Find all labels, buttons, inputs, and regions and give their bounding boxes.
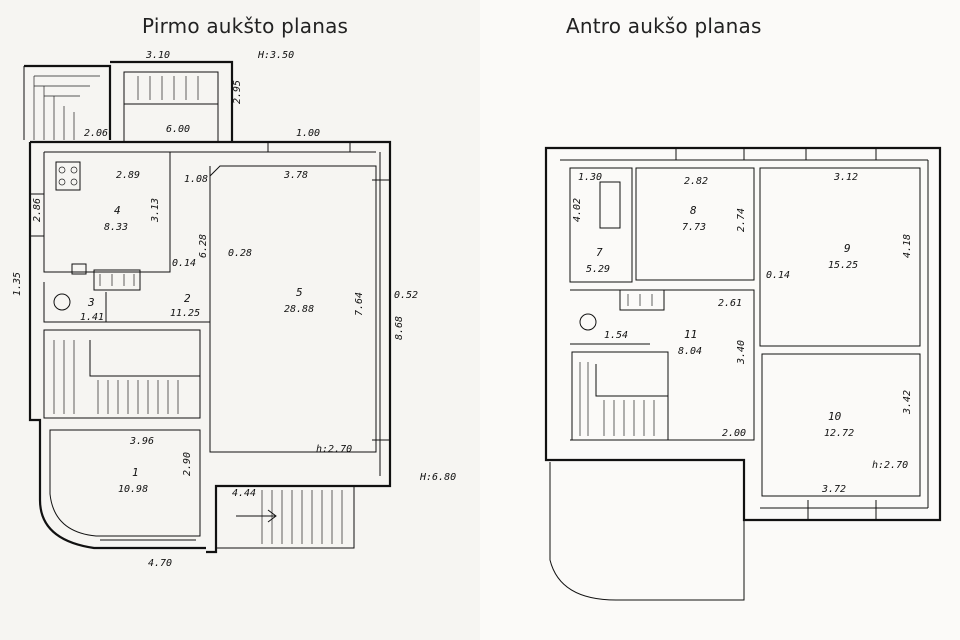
room-3-wc bbox=[43, 282, 107, 323]
room-number: 4 bbox=[114, 204, 121, 217]
dim-label: 1.00 bbox=[296, 128, 320, 139]
room-area-label: 6.00 bbox=[166, 124, 190, 135]
window-south bbox=[807, 500, 877, 520]
dim-label: 2.82 bbox=[684, 176, 708, 187]
dim-label: 3.12 bbox=[833, 172, 858, 183]
toilet-icon bbox=[579, 313, 597, 331]
room-area-label: 5.29 bbox=[586, 264, 610, 275]
room-area-label: 10.98 bbox=[118, 484, 148, 495]
dim-label: 4.18 bbox=[902, 234, 913, 258]
room-area-label: 7.73 bbox=[682, 222, 706, 233]
dim-label: 0.14 bbox=[172, 258, 196, 269]
dim-label: 0.14 bbox=[766, 270, 790, 281]
dim-label: 3.10 bbox=[145, 50, 170, 61]
dim-label: 2.61 bbox=[718, 298, 742, 309]
room-area-label: 8.04 bbox=[678, 346, 702, 357]
sink-icon bbox=[71, 263, 87, 275]
dim-label: 3.78 bbox=[283, 170, 308, 181]
dim-label: 7.64 bbox=[354, 292, 365, 316]
porch-steps-top-left bbox=[23, 64, 112, 140]
dim-label: 2.90 bbox=[182, 452, 193, 476]
dim-label: 2.86 bbox=[32, 198, 43, 222]
room-number: 9 bbox=[844, 242, 851, 255]
windows-north bbox=[675, 148, 877, 160]
window-east-room-5 bbox=[372, 152, 390, 476]
dim-label: 2.06 bbox=[84, 128, 108, 139]
staircase-first-floor bbox=[43, 329, 201, 419]
staircase-second-floor bbox=[571, 351, 669, 441]
second-floor-title: Antro aukšo planas bbox=[566, 14, 762, 38]
room-number: 2 bbox=[184, 292, 191, 305]
height-label: h:2.70 bbox=[872, 460, 908, 471]
dim-label: 4.44 bbox=[232, 488, 256, 499]
dim-label: 0.52 bbox=[394, 290, 418, 301]
room-number: 11 bbox=[684, 328, 697, 341]
window-north-room-5 bbox=[267, 142, 351, 152]
dim-label: 2.95 bbox=[232, 80, 243, 104]
room-area-label: 1.41 bbox=[80, 312, 104, 323]
room-10-outline bbox=[761, 353, 921, 497]
dim-label: 8.68 bbox=[394, 316, 405, 340]
room-area-label: 8.33 bbox=[104, 222, 128, 233]
room-number: 7 bbox=[596, 246, 603, 259]
height-label: H:3.50 bbox=[257, 50, 294, 61]
room-5-outline bbox=[209, 165, 377, 453]
first-floor-plan: 3.10 H:3.50 2.95 2.06 6.00 1.00 2.89 1.0… bbox=[12, 50, 456, 569]
room-1-outline bbox=[49, 429, 201, 537]
dim-label: 1.54 bbox=[604, 330, 628, 341]
west-outer-wall bbox=[28, 142, 206, 550]
room-6-outline bbox=[110, 60, 234, 142]
room-4-kitchen bbox=[30, 152, 171, 273]
entrance-steps-bottom bbox=[215, 486, 355, 549]
room-area-label: 11.25 bbox=[170, 308, 200, 319]
main-outer-wall bbox=[30, 140, 392, 554]
radiator-icon bbox=[93, 269, 141, 291]
second-floor-inner-right bbox=[760, 160, 929, 509]
dim-label: 0.28 bbox=[228, 248, 252, 259]
room-8-outline bbox=[635, 167, 755, 281]
toilet-icon bbox=[53, 293, 71, 311]
room-number: 8 bbox=[690, 204, 697, 217]
dim-label: 1.35 bbox=[12, 272, 23, 296]
room-area-label: 28.88 bbox=[284, 304, 314, 315]
dim-label: 2.74 bbox=[736, 208, 747, 232]
second-floor-sheet bbox=[480, 0, 960, 640]
second-floor-plan: 1.30 2.82 3.12 4.02 8 7.73 2.74 9 15.25 … bbox=[544, 146, 942, 601]
stove-icon bbox=[55, 161, 81, 191]
dim-label: 3.96 bbox=[129, 436, 154, 447]
dim-label: 4.70 bbox=[148, 558, 172, 569]
dim-label: 1.08 bbox=[184, 174, 208, 185]
room-number: 10 bbox=[828, 410, 842, 423]
room-9-outline bbox=[759, 167, 921, 347]
dim-label: 6.28 bbox=[198, 234, 209, 258]
room-7-outline bbox=[569, 167, 633, 283]
dim-label: 1.30 bbox=[578, 172, 602, 183]
dim-label: 3.72 bbox=[821, 484, 846, 495]
room-number: 3 bbox=[87, 296, 95, 309]
balcony-outline bbox=[549, 462, 745, 601]
dim-label: 2.89 bbox=[116, 170, 140, 181]
room-area-label: 12.72 bbox=[824, 428, 854, 439]
room-11-outline bbox=[570, 289, 755, 441]
height-label: H:6.80 bbox=[419, 472, 456, 483]
height-label: h:2.70 bbox=[316, 444, 352, 455]
dim-label: 3.40 bbox=[736, 340, 747, 365]
room-area-label: 15.25 bbox=[828, 260, 858, 271]
bathtub-icon bbox=[599, 181, 621, 229]
dim-label: 3.13 bbox=[150, 198, 161, 223]
room-number: 5 bbox=[296, 286, 303, 299]
dim-label: 4.02 bbox=[572, 198, 583, 222]
room-number: 1 bbox=[132, 466, 139, 479]
first-floor-title: Pirmo aukšto planas bbox=[142, 14, 349, 38]
dim-label: 2.00 bbox=[722, 428, 746, 439]
dim-label: 3.42 bbox=[902, 390, 913, 415]
radiator-icon bbox=[619, 289, 665, 311]
